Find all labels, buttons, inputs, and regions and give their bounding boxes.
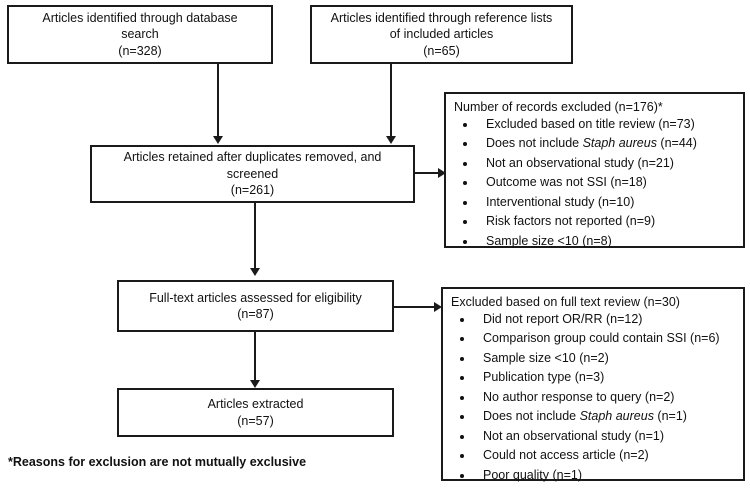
box-database-search-line2: search bbox=[121, 27, 159, 42]
box-reference-lists-line1: Articles identified through reference li… bbox=[330, 10, 553, 25]
box-excluded-fulltext: Excluded based on full text review (n=30… bbox=[441, 287, 745, 482]
arrowhead-database-to-retained bbox=[213, 136, 223, 144]
excluded-fulltext-heading: Excluded based on full text review (n=30… bbox=[451, 295, 680, 309]
box-articles-retained: Articles retained after duplicates remov… bbox=[90, 145, 415, 203]
box-fulltext-assessed: Full-text articles assessed for eligibil… bbox=[117, 280, 394, 332]
connector-retained-to-fulltext bbox=[254, 203, 256, 269]
list-item: Poor quality (n=1) bbox=[451, 466, 737, 486]
box-reference-lists-count: (n=65) bbox=[423, 43, 460, 58]
box-articles-extracted: Articles extracted (n=57) bbox=[117, 388, 394, 437]
box-articles-retained-line2: screened bbox=[226, 166, 279, 181]
arrowhead-reference-to-retained bbox=[386, 136, 396, 144]
list-item: No author response to query (n=2) bbox=[451, 388, 737, 408]
connector-database-to-retained bbox=[217, 64, 219, 137]
footnote-exclusion-note: *Reasons for exclusion are not mutually … bbox=[8, 455, 307, 469]
list-item: Interventional study (n=10) bbox=[454, 193, 737, 213]
list-item: Does not include Staph aureus (n=44) bbox=[454, 134, 737, 154]
list-item: Comparison group could contain SSI (n=6) bbox=[451, 329, 737, 349]
box-articles-extracted-count: (n=57) bbox=[237, 413, 274, 428]
list-item: Outcome was not SSI (n=18) bbox=[454, 173, 737, 193]
arrowhead-fulltext-to-excluded-fulltext bbox=[434, 302, 442, 312]
box-articles-extracted-line1: Articles extracted bbox=[207, 397, 304, 411]
excluded-records-heading: Number of records excluded (n=176)* bbox=[454, 100, 663, 114]
connector-reference-to-retained bbox=[390, 64, 392, 137]
connector-fulltext-to-excluded-fulltext bbox=[394, 306, 436, 308]
box-database-search: Articles identified through database sea… bbox=[7, 5, 273, 64]
arrowhead-retained-to-excluded-records bbox=[438, 168, 446, 178]
arrowhead-fulltext-to-extracted bbox=[250, 380, 260, 388]
list-item: Did not report OR/RR (n=12) bbox=[451, 310, 737, 330]
list-item: Not an observational study (n=1) bbox=[451, 427, 737, 447]
list-item: Risk factors not reported (n=9) bbox=[454, 212, 737, 232]
excluded-records-list: Excluded based on title review (n=73)Doe… bbox=[454, 115, 737, 252]
box-excluded-records: Number of records excluded (n=176)* Excl… bbox=[444, 92, 745, 248]
excluded-fulltext-list: Did not report OR/RR (n=12)Comparison gr… bbox=[451, 310, 737, 486]
connector-fulltext-to-extracted bbox=[254, 332, 256, 381]
box-articles-retained-count: (n=261) bbox=[230, 183, 275, 198]
connector-retained-to-excluded-records bbox=[415, 172, 440, 174]
arrowhead-retained-to-fulltext bbox=[250, 268, 260, 276]
list-item: Not an observational study (n=21) bbox=[454, 154, 737, 174]
box-fulltext-assessed-line1: Full-text articles assessed for eligibil… bbox=[149, 290, 362, 305]
list-item: Publication type (n=3) bbox=[451, 368, 737, 388]
box-reference-lists-line2: of included articles bbox=[389, 27, 494, 42]
box-articles-retained-line1: Articles retained after duplicates remov… bbox=[123, 150, 382, 165]
box-fulltext-assessed-count: (n=87) bbox=[237, 307, 274, 321]
list-item: Sample size <10 (n=2) bbox=[451, 349, 737, 369]
list-item: Excluded based on title review (n=73) bbox=[454, 115, 737, 135]
list-item: Does not include Staph aureus (n=1) bbox=[451, 407, 737, 427]
box-reference-lists: Articles identified through reference li… bbox=[310, 5, 573, 64]
list-item: Sample size <10 (n=8) bbox=[454, 232, 737, 252]
box-database-search-count: (n=328) bbox=[118, 43, 162, 58]
list-item: Could not access article (n=2) bbox=[451, 446, 737, 466]
box-database-search-line1: Articles identified through database bbox=[42, 10, 238, 25]
